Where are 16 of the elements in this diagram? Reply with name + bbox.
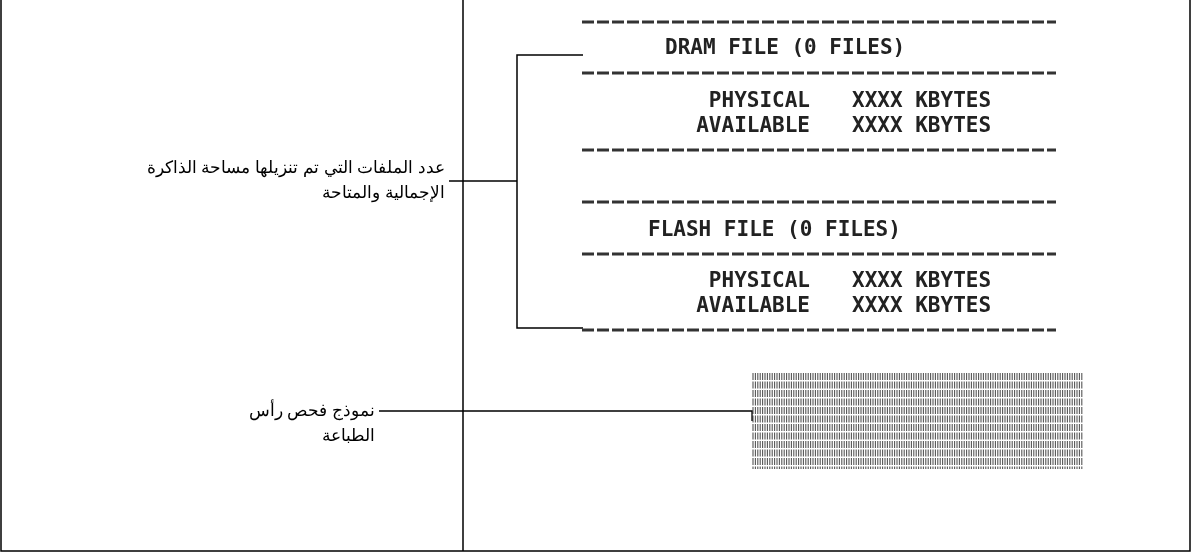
printout-text: PHYSICAL [708, 268, 810, 292]
leader-line [378, 410, 753, 422]
callout-text: عدد الملفات التي تم تنزيلها مساحة الذاكرة الإجمالية والمتاحة [130, 155, 445, 205]
printout-text: FLASH FILE (0 FILES) [648, 217, 901, 241]
printout-text: XXXX KBYTES [852, 113, 992, 137]
leader-line [448, 180, 518, 182]
printout-text: XXXX KBYTES [852, 88, 992, 112]
printout-text: PHYSICAL [708, 88, 810, 112]
printout-text: DRAM FILE (0 FILES) [665, 35, 906, 59]
printout-text: AVAILABLE [696, 293, 810, 317]
printout-text: XXXX KBYTES [852, 293, 992, 317]
printout-text: XXXX KBYTES [852, 268, 992, 292]
bracket [516, 54, 584, 329]
callout-text: نموذج فحص رأس الطباعة [200, 398, 375, 448]
test-pattern-drawing [752, 372, 1083, 470]
printout-text: AVAILABLE [696, 113, 810, 137]
